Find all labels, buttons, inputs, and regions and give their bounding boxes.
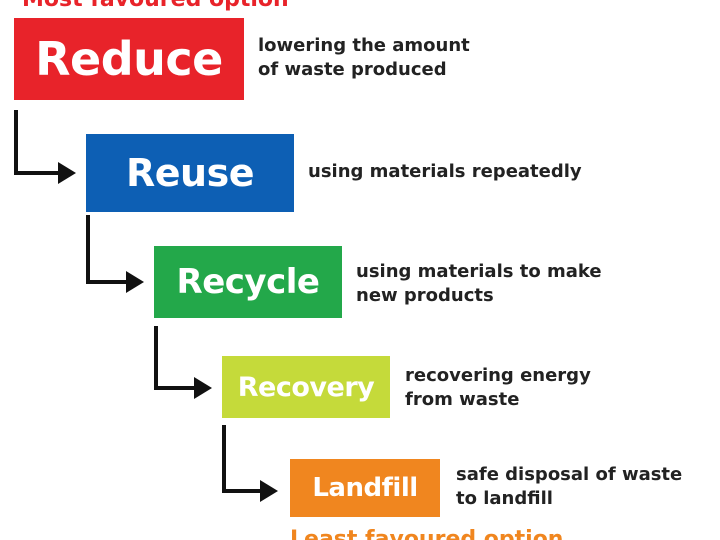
step-description-line: safe disposal of waste: [456, 464, 683, 485]
step-box-recovery: Recovery: [222, 356, 390, 418]
connector-reuse-to-recycle: [86, 215, 144, 293]
step-box-recycle: Recycle: [154, 246, 342, 318]
top-caption: Most favoured option: [22, 0, 289, 12]
step-label-landfill: Landfill: [312, 473, 418, 503]
step-box-reduce: Reduce: [14, 18, 244, 100]
bottom-caption: Least favoured option: [290, 527, 564, 540]
step-description-recovery: recovering energy from waste: [405, 364, 591, 412]
connector-recycle-to-recovery: [154, 326, 212, 399]
step-description-line: using materials repeatedly: [308, 161, 582, 182]
step-description-recycle: using materials to make new products: [356, 260, 602, 308]
step-label-reduce: Reduce: [35, 32, 223, 86]
step-description-line: new products: [356, 285, 494, 306]
step-description-line: of waste produced: [258, 59, 447, 80]
step-description-line: to landfill: [456, 488, 553, 509]
connector-recovery-to-landfill: [222, 425, 278, 502]
step-description-reduce: lowering the amount of waste produced: [258, 34, 470, 82]
step-description-reuse: using materials repeatedly: [308, 160, 582, 184]
step-label-recovery: Recovery: [237, 371, 375, 403]
step-description-landfill: safe disposal of waste to landfill: [456, 463, 682, 511]
step-description-line: from waste: [405, 389, 520, 410]
step-description-line: using materials to make: [356, 261, 602, 282]
step-description-line: recovering energy: [405, 365, 591, 386]
step-box-reuse: Reuse: [86, 134, 294, 212]
step-description-line: lowering the amount: [258, 35, 470, 56]
connector-reduce-to-reuse: [14, 110, 76, 184]
step-label-reuse: Reuse: [126, 151, 254, 195]
step-box-landfill: Landfill: [290, 459, 440, 517]
step-label-recycle: Recycle: [176, 262, 320, 302]
